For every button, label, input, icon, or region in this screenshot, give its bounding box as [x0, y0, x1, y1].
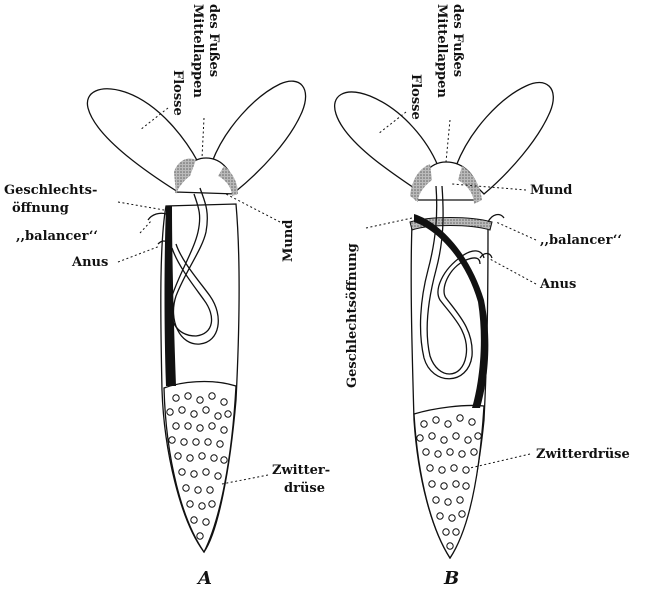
figure-a — [87, 81, 305, 552]
label-zwitterdruese-b: Zwitterdrüse — [536, 447, 630, 462]
leader-mittellappen-a — [202, 118, 204, 158]
leader-geschlecht-a — [118, 202, 164, 210]
label-flosse-a: Flosse — [170, 70, 185, 116]
label-balancer-a: ,,balancer‘‘ — [16, 229, 98, 244]
leader-anus-b — [488, 258, 536, 284]
label-mittellappen-b-line1: Mittellappen — [434, 4, 449, 98]
leader-geschlecht-b — [366, 218, 412, 228]
label-mittellappen-a-line2: des Fußes — [206, 4, 221, 77]
figure-b — [335, 82, 554, 558]
caption-a: A — [196, 568, 212, 589]
gonad-a — [164, 382, 236, 552]
label-mund-b: Mund — [530, 183, 572, 198]
gonad-b — [414, 405, 484, 558]
caption-b: B — [443, 568, 459, 589]
label-geschlecht-a-line1: Geschlechts- — [4, 183, 97, 198]
leader-mittellappen-b — [446, 120, 450, 162]
label-anus-b: Anus — [539, 277, 576, 292]
label-anus-a: Anus — [71, 255, 108, 270]
label-zwitter-a-line1: Zwitter- — [272, 463, 330, 478]
leader-balancer-a — [140, 220, 152, 233]
label-mund-a: Mund — [281, 220, 296, 262]
label-flosse-b: Flosse — [408, 74, 423, 120]
leader-balancer-b — [496, 222, 536, 240]
label-balancer-b: ,,balancer‘‘ — [540, 233, 622, 248]
leader-zwitter-a — [222, 475, 268, 484]
label-zwitter-a-line2: drüse — [284, 481, 325, 496]
label-geschlechtsoeffnung-b: Geschlechtsöffnung — [345, 243, 360, 388]
label-mittellappen-b-line2: des Fußes — [450, 4, 465, 77]
label-geschlecht-a-line2: öffnung — [12, 201, 69, 216]
balancer-a — [148, 213, 166, 220]
balancer-b — [488, 215, 504, 222]
label-mittellappen-a-line1: Mittellappen — [190, 4, 205, 98]
leader-anus-a — [118, 246, 160, 262]
